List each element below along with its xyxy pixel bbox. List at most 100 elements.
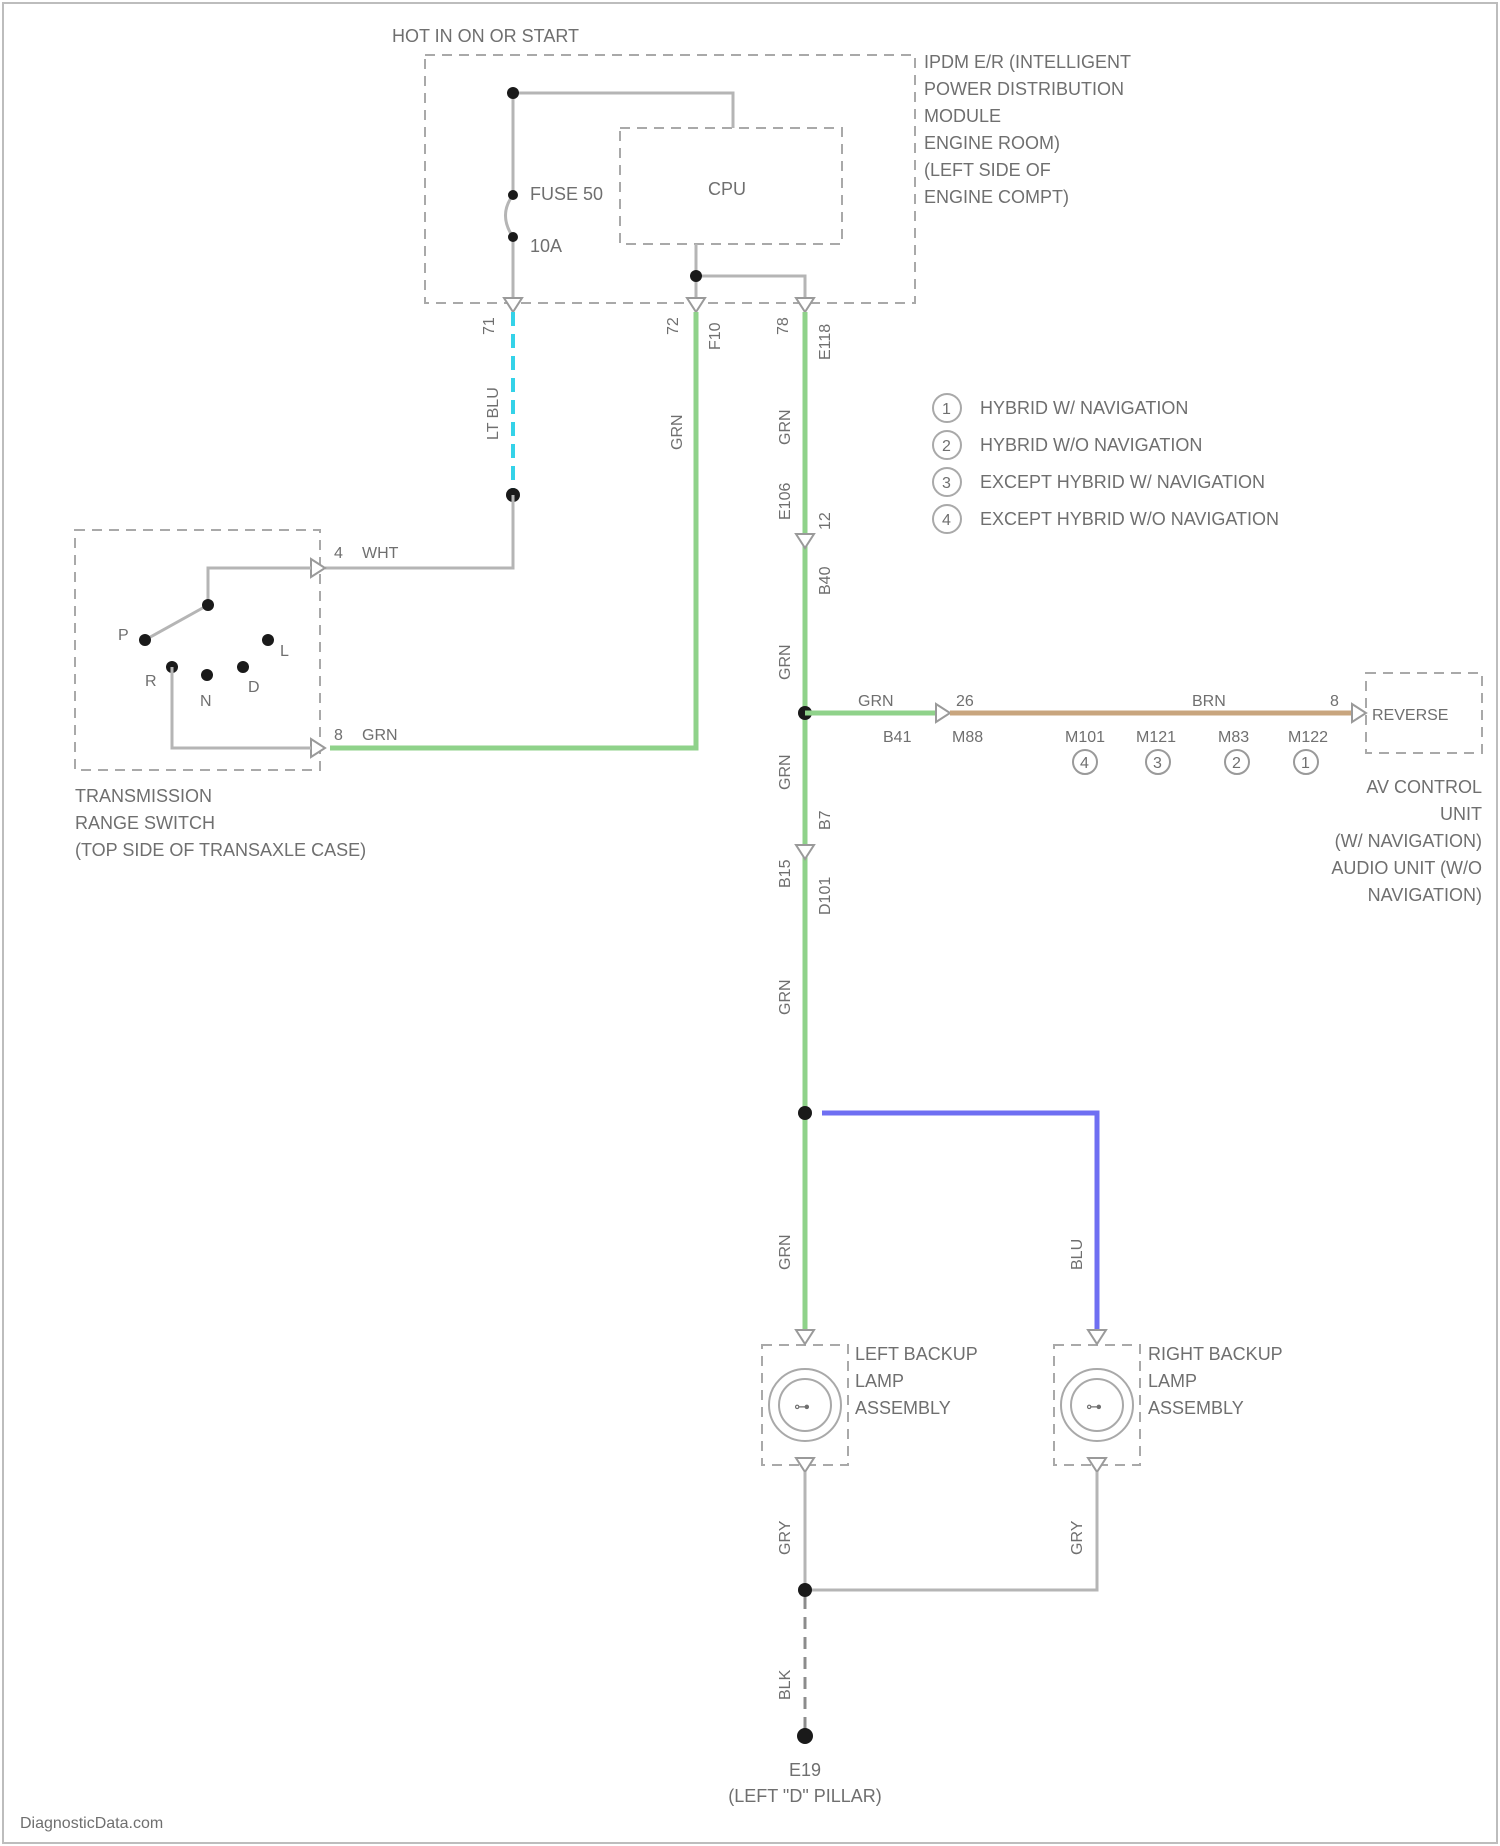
wire-color-label: GRN: [669, 414, 686, 450]
svg-text:ENGINE ROOM): ENGINE ROOM): [924, 133, 1060, 153]
splice-dot: [798, 1583, 812, 1597]
svg-text:LAMP: LAMP: [1148, 1371, 1197, 1391]
svg-text:4: 4: [942, 512, 951, 529]
switch-reverse-wire: [172, 667, 311, 748]
svg-text:RANGE SWITCH: RANGE SWITCH: [75, 813, 215, 833]
connector-label: 8: [1330, 693, 1339, 710]
wire-color-label: GRN: [777, 409, 794, 445]
svg-text:EXCEPT HYBRID W/ NAVIGATION: EXCEPT HYBRID W/ NAVIGATION: [980, 472, 1265, 492]
wire-color-label: GRN: [777, 754, 794, 790]
svg-text:HYBRID W/ NAVIGATION: HYBRID W/ NAVIGATION: [980, 398, 1188, 418]
svg-text:LEFT BACKUP: LEFT BACKUP: [855, 1344, 978, 1364]
wire-color-label: BLK: [777, 1669, 794, 1700]
switch-contact-p: [139, 634, 151, 646]
transmission-range-switch-label: TRANSMISSION RANGE SWITCH (TOP SIDE OF T…: [75, 786, 366, 860]
connector-label: D101: [817, 877, 834, 915]
connector-label: E106: [777, 483, 794, 520]
splice-dot: [507, 87, 519, 99]
connector-pin-icon: [687, 298, 705, 312]
pin-label: 71: [481, 317, 498, 335]
svg-text:2: 2: [1232, 755, 1241, 772]
wht-wire: [325, 495, 513, 568]
switch-pivot-dot: [202, 599, 214, 611]
switch-contact-l: [262, 634, 274, 646]
connector-label: M83: [1218, 729, 1249, 746]
bulb-symbol: ⊶: [794, 1399, 810, 1416]
blu-wire: [822, 1113, 1097, 1330]
switch-position-label: L: [280, 643, 289, 660]
svg-text:MODULE: MODULE: [924, 106, 1001, 126]
connector-label: M122: [1288, 729, 1328, 746]
fuse-label: FUSE 50: [530, 184, 603, 204]
pin-label: 72: [665, 317, 682, 335]
ground-id-label: E19: [789, 1760, 821, 1780]
connector-label: M88: [952, 729, 983, 746]
switch-common-wire: [208, 568, 311, 605]
connector-pin-icon: [796, 298, 814, 312]
connector-label: E118: [817, 324, 834, 360]
switch-position-label: P: [118, 627, 129, 644]
connector-label: 12: [817, 512, 834, 530]
option-markers: 4 3 2 1: [1073, 750, 1318, 774]
svg-text:3: 3: [1153, 755, 1162, 772]
switch-position-label: R: [145, 673, 157, 690]
connector-label: B41: [883, 729, 912, 746]
switch-position-label: N: [200, 693, 212, 710]
connector-pin-icon: [936, 704, 950, 722]
fuse-terminal-dot: [508, 232, 518, 242]
svg-text:RIGHT BACKUP: RIGHT BACKUP: [1148, 1344, 1283, 1364]
svg-text:POWER DISTRIBUTION: POWER DISTRIBUTION: [924, 79, 1124, 99]
splice-dot: [798, 1106, 812, 1120]
fuse-amp-label: 10A: [530, 236, 562, 256]
av-control-unit-label: AV CONTROL UNIT (W/ NAVIGATION) AUDIO UN…: [1331, 777, 1482, 905]
fuse-50-icon: [506, 195, 514, 237]
svg-text:HYBRID W/O NAVIGATION: HYBRID W/O NAVIGATION: [980, 435, 1202, 455]
svg-text:NAVIGATION): NAVIGATION): [1368, 885, 1482, 905]
wire-color-label: GRN: [858, 693, 894, 710]
svg-text:EXCEPT HYBRID W/O NAVIGATION: EXCEPT HYBRID W/O NAVIGATION: [980, 509, 1279, 529]
svg-text:ASSEMBLY: ASSEMBLY: [855, 1398, 951, 1418]
diagram-frame: [3, 3, 1497, 1843]
svg-text:IPDM E/R (INTELLIGENT: IPDM E/R (INTELLIGENT: [924, 52, 1131, 72]
ipdm-label: IPDM E/R (INTELLIGENT POWER DISTRIBUTION…: [924, 52, 1131, 207]
wire-color-label: GRN: [362, 727, 398, 744]
connector-label: M121: [1136, 729, 1176, 746]
ground-point-icon: [797, 1728, 813, 1744]
cpu-branch-wire: [696, 276, 805, 302]
reverse-label: REVERSE: [1372, 707, 1448, 724]
wire-color-label: BLU: [1069, 1239, 1086, 1270]
connector-pin-icon: [796, 1330, 814, 1344]
left-backup-lamp-label: LEFT BACKUP LAMP ASSEMBLY: [855, 1344, 978, 1418]
pin-label: 4: [334, 545, 343, 562]
connector-pin-icon: [504, 298, 522, 312]
switch-contact-d: [237, 661, 249, 673]
svg-text:1: 1: [942, 401, 951, 418]
svg-text:3: 3: [942, 475, 951, 492]
wire-color-label: LT BLU: [485, 387, 502, 440]
connector-pin-icon: [311, 739, 325, 757]
connector-label: B7: [817, 810, 834, 830]
connector-label: B40: [817, 566, 834, 595]
svg-text:AV CONTROL: AV CONTROL: [1366, 777, 1482, 797]
gry-wire-right: [805, 1472, 1097, 1590]
svg-text:ASSEMBLY: ASSEMBLY: [1148, 1398, 1244, 1418]
option-legend: 1 HYBRID W/ NAVIGATION 2 HYBRID W/O NAVI…: [933, 394, 1279, 533]
wire-color-label: GRN: [777, 644, 794, 680]
hot-label: HOT IN ON OR START: [392, 26, 579, 46]
svg-text:1: 1: [1301, 755, 1310, 772]
svg-text:ENGINE COMPT): ENGINE COMPT): [924, 187, 1069, 207]
connector-label: F10: [707, 322, 724, 350]
svg-text:(LEFT SIDE OF: (LEFT SIDE OF: [924, 160, 1051, 180]
connector-label: M101: [1065, 729, 1105, 746]
fuse-terminal-dot: [508, 190, 518, 200]
wire-color-label: WHT: [362, 545, 399, 562]
connector-pin-icon: [796, 534, 814, 548]
svg-text:AUDIO UNIT (W/O: AUDIO UNIT (W/O: [1331, 858, 1482, 878]
wire-color-label: BRN: [1192, 693, 1226, 710]
svg-text:2: 2: [942, 438, 951, 455]
svg-text:LAMP: LAMP: [855, 1371, 904, 1391]
svg-text:4: 4: [1080, 755, 1089, 772]
pin-label: 8: [334, 727, 343, 744]
wire-color-label: GRY: [1069, 1520, 1086, 1555]
svg-text:UNIT: UNIT: [1440, 804, 1482, 824]
